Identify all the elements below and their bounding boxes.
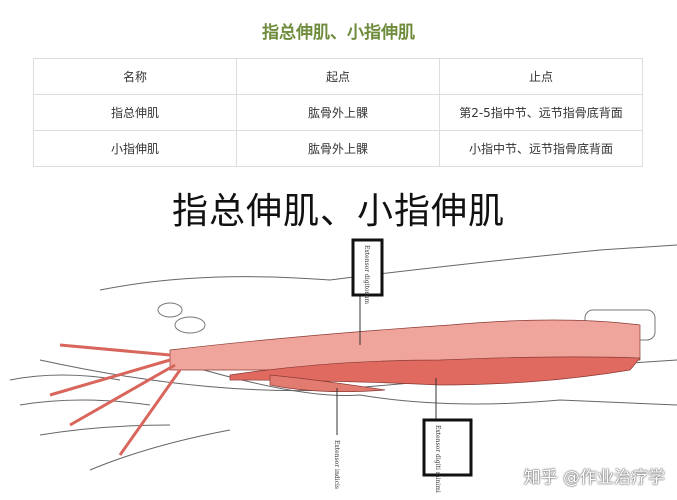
table-cell: 小指伸肌 bbox=[33, 130, 237, 167]
svg-text:Extensor digiti minimi: Extensor digiti minimi bbox=[434, 425, 441, 493]
label-indicis: Extensor indicis bbox=[333, 440, 340, 489]
extensor-digiti-minimi-muscle bbox=[229, 356, 641, 386]
watermark: 知乎 @作业治疗学 bbox=[523, 468, 665, 488]
svg-text:Extensor indicis: Extensor indicis bbox=[333, 440, 340, 489]
header-cell: 止点 bbox=[439, 58, 643, 95]
table-cell: 肱骨外上髁 bbox=[236, 94, 440, 131]
svg-text:Extensor digitorum: Extensor digitorum bbox=[363, 245, 370, 304]
table-cell: 小指中节、远节指骨底背面 bbox=[439, 130, 643, 167]
arm-illustration: Extensor digitorum Extensor indicis Exte… bbox=[9, 238, 677, 493]
table-header-row: 名称 起点 止点 bbox=[33, 58, 643, 95]
extensor-indicis-muscle bbox=[269, 374, 386, 393]
table-cell: 指总伸肌 bbox=[33, 94, 237, 131]
label-minimi: Extensor digiti minimi bbox=[422, 418, 473, 493]
page-title: 指总伸肌、小指伸肌 bbox=[262, 23, 415, 43]
label-digitorum: Extensor digitorum bbox=[351, 238, 384, 304]
table-cell: 肱骨外上髁 bbox=[236, 130, 440, 167]
header-cell: 起点 bbox=[236, 58, 440, 95]
table-row: 指总伸肌 肱骨外上髁 第2-5指中节、远节指骨底背面 bbox=[33, 94, 643, 131]
table-row: 小指伸肌 肱骨外上髁 小指中节、远节指骨底背面 bbox=[33, 130, 643, 167]
header-cell: 名称 bbox=[33, 58, 237, 95]
figure-title: 指总伸肌、小指伸肌 bbox=[171, 191, 505, 232]
muscle-table: 名称 起点 止点 指总伸肌 肱骨外上髁 第2-5指中节、远节指骨底背面 小指伸肌… bbox=[33, 58, 643, 167]
label-leaders bbox=[336, 295, 437, 435]
muscles bbox=[49, 319, 641, 456]
table-cell: 第2-5指中节、远节指骨底背面 bbox=[439, 94, 643, 131]
